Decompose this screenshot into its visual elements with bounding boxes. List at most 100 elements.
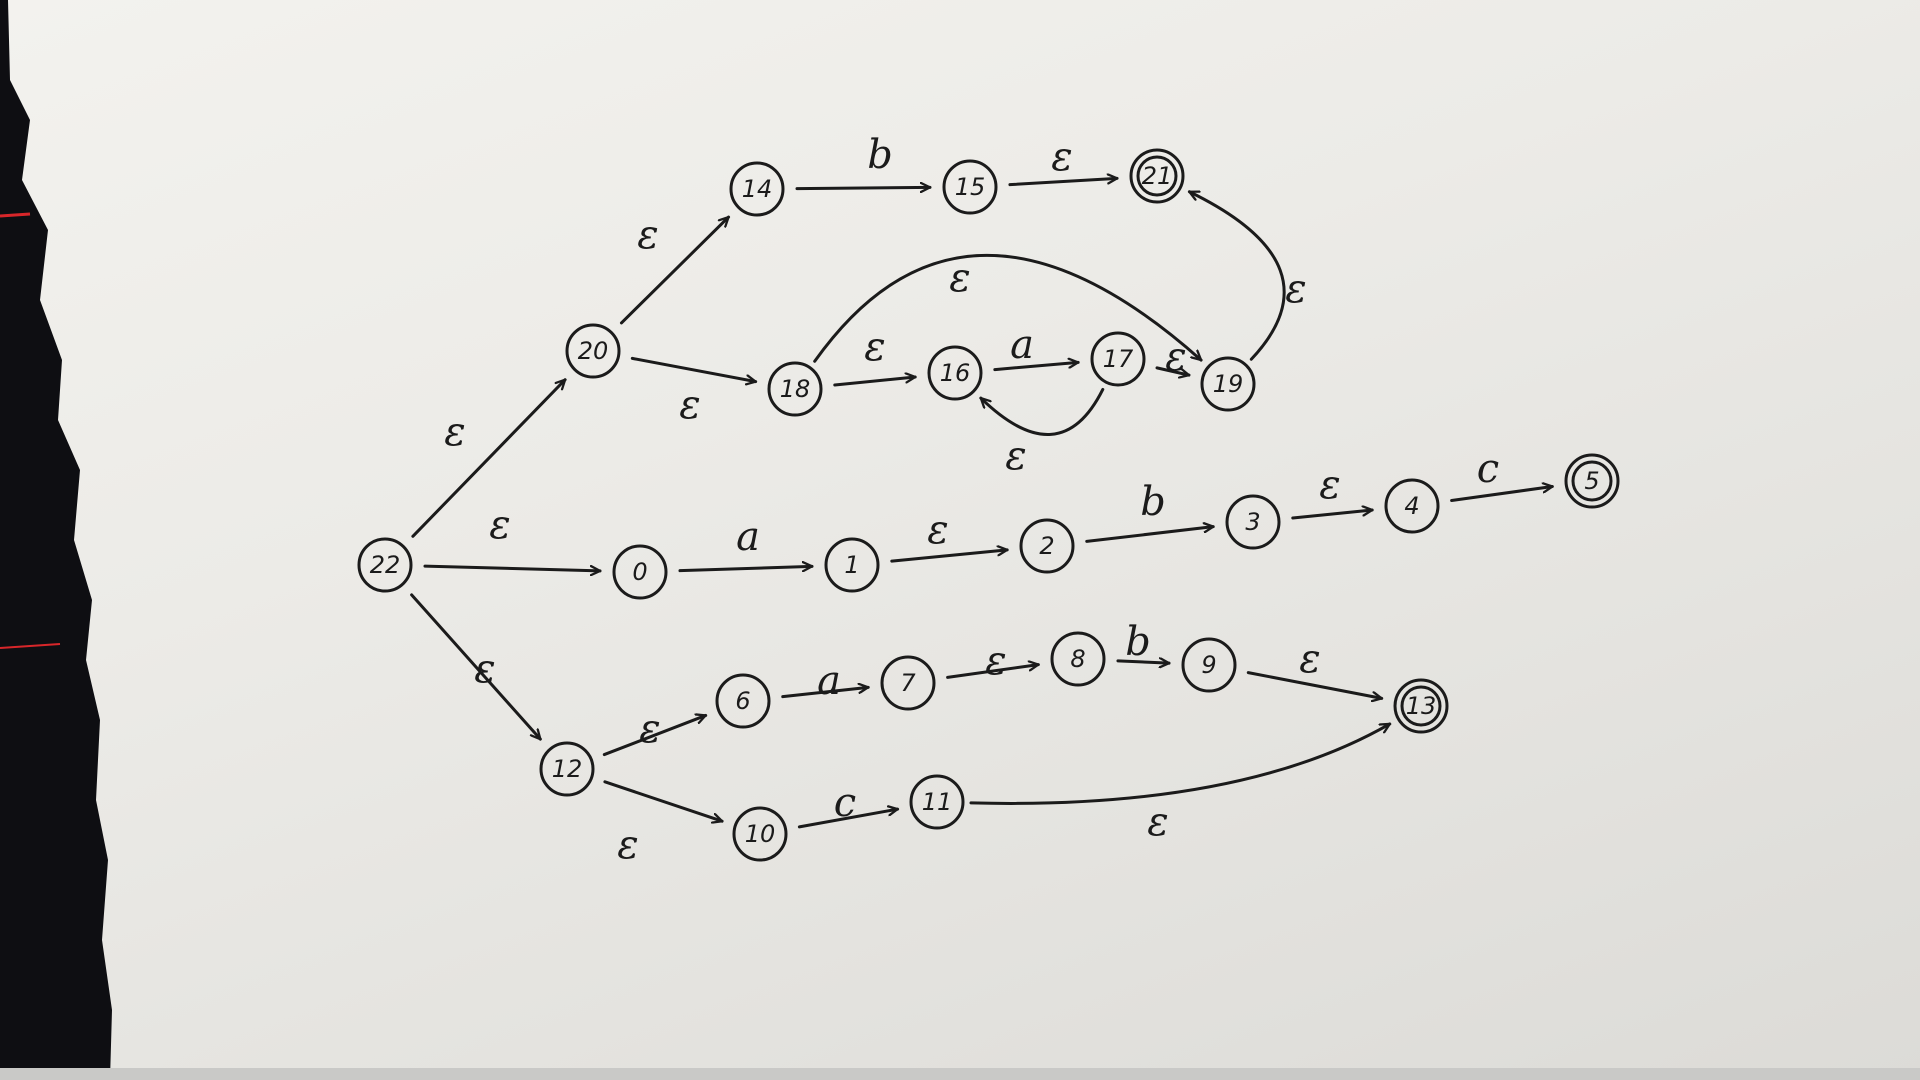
bottom-shadow-strip	[0, 1068, 1920, 1080]
edge-label: a	[817, 658, 841, 704]
edge-label: ε	[1005, 433, 1026, 479]
state-circle	[715, 673, 771, 729]
state-circle	[729, 161, 785, 217]
edge-arrow	[423, 564, 602, 571]
edge-arrow	[781, 687, 870, 699]
state-circle	[767, 361, 823, 417]
edge-20-to-18: ε	[630, 356, 758, 428]
state-label: 16	[940, 359, 971, 387]
state-circle	[824, 537, 880, 593]
state-17: 17	[1090, 331, 1146, 387]
state-label: 20	[578, 337, 609, 365]
edge-label: ε	[1319, 462, 1340, 508]
state-circle	[880, 655, 936, 711]
state-label: 22	[370, 551, 401, 579]
edge-label: c	[834, 780, 856, 826]
edge-11-to-13: ε	[969, 722, 1392, 845]
state-1: 1	[824, 537, 880, 593]
edge-8-to-9: b	[1116, 619, 1171, 665]
state-19: 19	[1200, 356, 1256, 412]
edge-arrow	[678, 566, 814, 573]
edge-label: ε	[864, 324, 885, 370]
state-circle	[927, 345, 983, 401]
accept-inner-circle	[1571, 460, 1613, 502]
state-circle	[357, 537, 413, 593]
edge-label: ε	[1051, 134, 1072, 180]
state-label: 5	[1584, 467, 1599, 495]
state-circle	[1129, 148, 1185, 204]
edge-18-to-19: ε	[813, 254, 1203, 363]
edge-20-to-14: ε	[619, 212, 731, 325]
edge-label: b	[1125, 619, 1151, 665]
state-circle	[539, 741, 595, 797]
state-13: 13	[1393, 678, 1449, 734]
edge-arrow	[1450, 487, 1554, 502]
edge-arrow	[797, 809, 900, 829]
edge-arrow	[1116, 661, 1171, 663]
state-label: 10	[745, 820, 776, 848]
edge-arrow	[1155, 366, 1191, 375]
edge-label: b	[1140, 479, 1166, 525]
state-11: 11	[909, 774, 965, 830]
state-12: 12	[539, 741, 595, 797]
state-label: 2	[1039, 532, 1054, 560]
edge-label: ε	[489, 502, 510, 548]
edge-2-to-3: b	[1085, 479, 1215, 543]
edge-12-to-6: ε	[602, 706, 708, 757]
edge-3-to-4: ε	[1291, 462, 1374, 520]
edge-arrow	[813, 254, 1203, 363]
edge-arrow	[1246, 671, 1384, 699]
edge-arrow	[411, 378, 567, 538]
edge-arrow	[619, 215, 731, 325]
state-label: 19	[1213, 370, 1244, 398]
state-label: 12	[552, 755, 583, 783]
edge-label: ε	[444, 409, 465, 455]
edge-arrow	[410, 593, 542, 741]
state-label: 3	[1245, 508, 1260, 536]
state-circle	[1090, 331, 1146, 387]
state-circle	[1019, 518, 1075, 574]
state-circle	[1050, 631, 1106, 687]
edge-12-to-10: ε	[603, 780, 724, 868]
state-label: 8	[1070, 645, 1085, 673]
state-circle	[1200, 356, 1256, 412]
edge-arrow	[833, 377, 917, 387]
edge-14-to-15: b	[795, 132, 932, 189]
state-4: 4	[1384, 478, 1440, 534]
edge-label: a	[1010, 322, 1034, 368]
state-label: 7	[900, 669, 916, 697]
edge-label: ε	[679, 382, 700, 428]
edge-arrow	[969, 722, 1392, 805]
state-label: 21	[1142, 162, 1173, 190]
edge-label: ε	[1299, 636, 1320, 682]
edge-label: ε	[927, 507, 948, 553]
edge-arrow	[795, 187, 932, 188]
state-18: 18	[767, 361, 823, 417]
edge-9-to-13: ε	[1246, 636, 1384, 699]
state-circle	[732, 806, 788, 862]
edge-label: ε	[949, 255, 970, 301]
fabric-stripe-upper	[0, 212, 31, 218]
edge-4-to-5: c	[1450, 446, 1554, 502]
edge-arrow	[1187, 190, 1286, 361]
state-label: 13	[1406, 692, 1437, 720]
edge-label: ε	[985, 638, 1006, 684]
state-circle	[1181, 637, 1237, 693]
state-0: 0	[612, 544, 668, 600]
edge-arrow	[1008, 178, 1119, 187]
state-5: 5	[1564, 453, 1620, 509]
edge-label: a	[736, 514, 760, 560]
edge-16-to-17: a	[993, 322, 1080, 372]
edge-label: ε	[1285, 266, 1306, 312]
edge-17-to-19: ε	[1155, 334, 1191, 380]
state-circle	[1384, 478, 1440, 534]
state-3: 3	[1225, 494, 1281, 550]
edge-22-to-0: ε	[423, 502, 602, 571]
state-label: 4	[1404, 492, 1419, 520]
edge-7-to-8: ε	[946, 638, 1040, 684]
edge-label: ε	[1147, 799, 1168, 845]
